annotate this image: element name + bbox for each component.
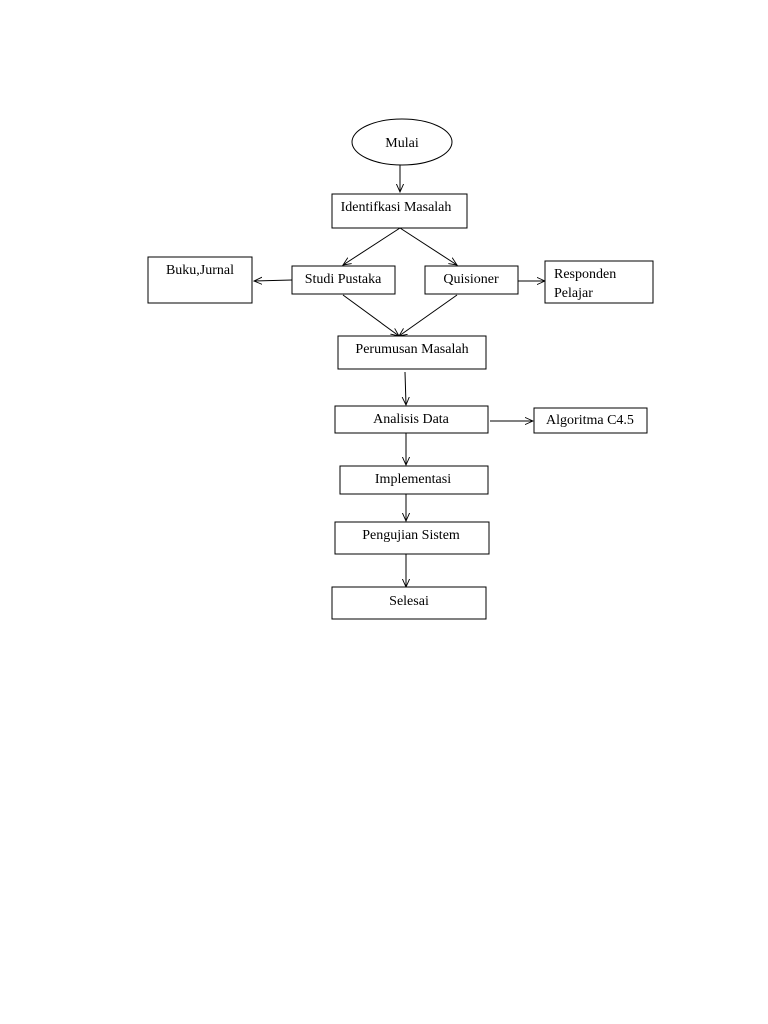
questionnaire-box [424,265,519,295]
algorithm-label: Algoritma C4.5 [546,413,634,428]
respondent-box [544,260,654,304]
respondent-label-line1: Responden [554,267,616,282]
start-label: Mulai [385,136,419,151]
identify-box [331,193,468,229]
testing-box [334,521,490,555]
node-analysis: Analisis Data [334,405,489,434]
node-start: Mulai [351,118,453,166]
node-literature-source: Buku,Jurnal [147,256,253,304]
node-formulation: Perumusan Masalah [337,335,487,370]
node-implementation: Implementasi [339,465,489,495]
node-identify: Identifkasi Masalah [331,193,468,229]
edge-identify-to-questionnaire [399,227,457,265]
algorithm-box [533,407,648,434]
start-ellipse [351,118,453,166]
literature-box [291,265,396,295]
literature-source-box [147,256,253,304]
edge-formulation-to-analysis [405,371,406,405]
literature-label: Studi Pustaka [305,272,382,287]
node-questionnaire: Quisioner [424,265,519,295]
edge-questionnaire-to-formulation [399,294,458,336]
node-respondent: Responden Pelajar [544,260,654,304]
node-literature: Studi Pustaka [291,265,396,295]
literature-source-label: Buku,Jurnal [166,263,234,278]
end-label: Selesai [389,594,429,609]
edges [254,165,545,587]
edge-identify-to-literature [343,227,401,265]
node-end: Selesai [331,586,487,620]
edge-literature-to-formulation [342,294,399,336]
formulation-label: Perumusan Masalah [355,342,468,357]
node-algorithm: Algoritma C4.5 [533,407,648,434]
formulation-box [337,335,487,370]
questionnaire-label: Quisioner [443,272,499,287]
testing-label: Pengujian Sistem [362,528,460,543]
identify-label: Identifkasi Masalah [341,200,452,215]
edge-literature-to-source [254,280,293,281]
respondent-label-line2: Pelajar [554,286,593,301]
end-box [331,586,487,620]
implementation-label: Implementasi [375,472,451,487]
implementation-box [339,465,489,495]
analysis-label: Analisis Data [373,412,450,427]
analysis-box [334,405,489,434]
node-testing: Pengujian Sistem [334,521,490,555]
